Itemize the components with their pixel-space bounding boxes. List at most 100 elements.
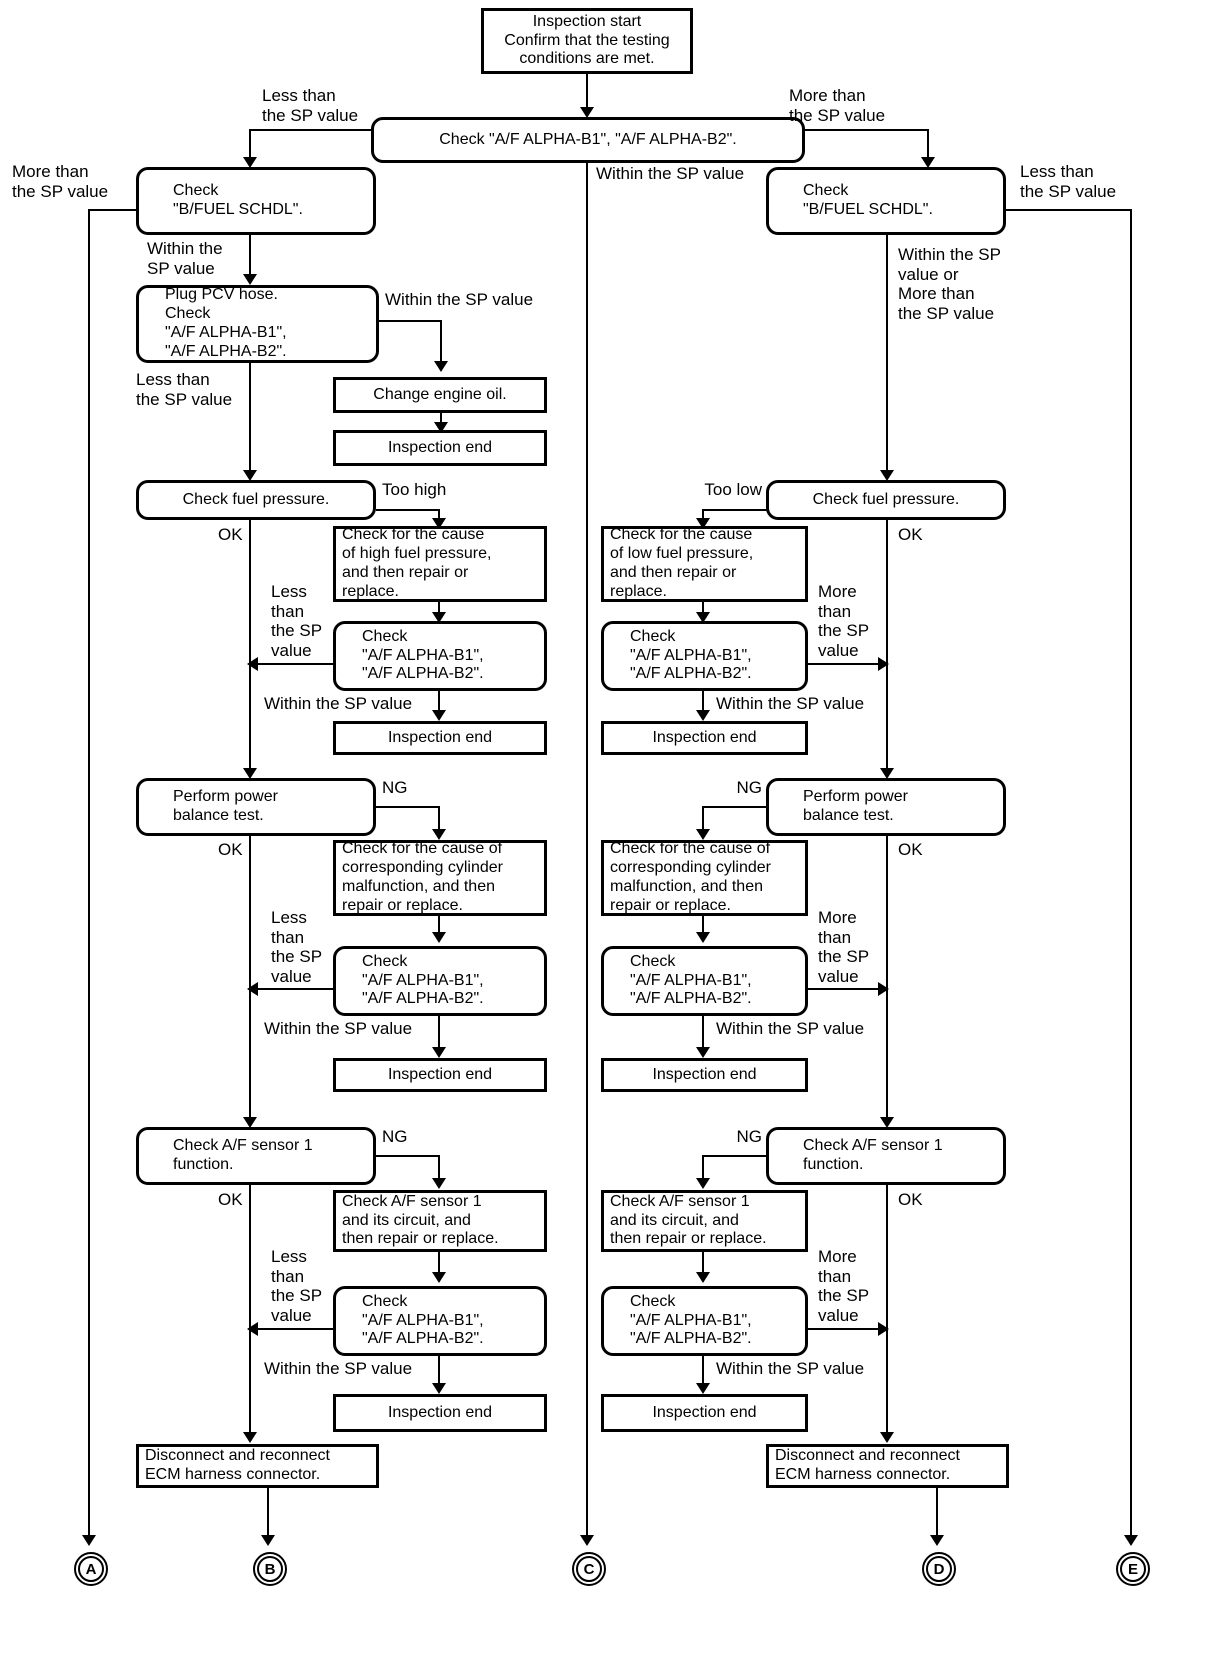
terminal-E-letter: E <box>1120 1556 1146 1582</box>
arrow-oil-to-end1 <box>434 422 448 433</box>
edge-afcheck-l4-back-h <box>256 1328 336 1330</box>
node-inspection-end-3-left-text: Inspection end <box>387 1065 493 1083</box>
terminal-B[interactable]: B <box>253 1552 287 1586</box>
edge-afcheck-l3-down <box>438 1016 440 1052</box>
label-within-sp-or-more-right: Within the SP value or More than the SP … <box>898 245 1001 324</box>
edge-main-center-to-C <box>586 163 588 1539</box>
node-af-check-left-4: Check "A/F ALPHA-B1", "A/F ALPHA-B2". <box>333 1286 547 1356</box>
node-ecm-harness-right: Disconnect and reconnect ECM harness con… <box>766 1444 1009 1488</box>
node-inspection-end-4-left-text: Inspection end <box>387 1403 493 1421</box>
arrow-fuelpress-right-ok <box>880 768 894 779</box>
label-less-sp-stack-left-3: Less than the SP value <box>271 1247 323 1326</box>
node-change-engine-oil: Change engine oil. <box>333 377 547 413</box>
arrow-bfuel-right-down <box>880 470 894 481</box>
edge-bfuel-right-out-h <box>1004 209 1132 211</box>
terminal-A-letter: A <box>78 1556 104 1582</box>
node-af-check-right-3: Check "A/F ALPHA-B1", "A/F ALPHA-B2". <box>601 946 808 1016</box>
edge-cyl-right-to-afcheck <box>702 916 704 938</box>
edge-pb-left-ng-h <box>376 806 440 808</box>
node-af-sensor-left: Check A/F sensor 1 function. <box>136 1127 376 1185</box>
terminal-B-letter: B <box>257 1556 283 1582</box>
edge-fuelpress-left-ok <box>249 520 251 774</box>
label-ok-left-2: OK <box>218 840 243 859</box>
edge-afs-right-ng-h <box>702 1155 768 1157</box>
arrow-main-right <box>921 157 935 168</box>
label-too-low: Too low <box>704 480 762 499</box>
arrow-afs-left-ng <box>432 1178 446 1189</box>
node-cylinder-malfunction-right-text: Check for the cause of corresponding cyl… <box>610 840 771 914</box>
label-less-sp-top-left: Less than the SP value <box>262 86 359 125</box>
node-cause-low-fuel-pressure: Check for the cause of low fuel pressure… <box>601 526 808 602</box>
edge-afcheck-l2-back-h <box>256 663 336 665</box>
node-power-balance-left: Perform power balance test. <box>136 778 376 836</box>
edge-pb-right-ng-v <box>702 806 704 834</box>
node-power-balance-right: Perform power balance test. <box>766 778 1006 836</box>
edge-bfuel-to-pcv <box>249 235 251 279</box>
edge-start-to-main <box>586 74 588 112</box>
edge-right-to-E <box>1130 209 1132 1539</box>
label-less-sp-pcv: Less than the SP value <box>136 370 233 409</box>
edge-causehigh-to-afcheck <box>438 602 440 618</box>
arrow-afcheck-r2-fwd <box>878 657 889 671</box>
edge-afcheck-l2-down <box>438 691 440 715</box>
node-af-check-right-4: Check "A/F ALPHA-B1", "A/F ALPHA-B2". <box>601 1286 808 1356</box>
edge-main-left-h <box>249 129 373 131</box>
terminal-A[interactable]: A <box>74 1552 108 1586</box>
edge-afcheck-r2-down <box>702 691 704 715</box>
arrow-to-terminal-C <box>580 1535 594 1546</box>
arrow-pcv-to-fuelpress-left <box>243 470 257 481</box>
label-less-sp-far-right: Less than the SP value <box>1020 162 1117 201</box>
label-too-high: Too high <box>382 480 447 499</box>
node-inspection-end-4-right: Inspection end <box>601 1394 808 1432</box>
edge-cyl-left-to-afcheck <box>438 916 440 938</box>
edge-oil-to-end1 <box>440 413 442 427</box>
terminal-C[interactable]: C <box>572 1552 606 1586</box>
node-inspection-end-3-right-text: Inspection end <box>652 1065 757 1083</box>
arrow-start-to-main <box>580 107 594 118</box>
edge-ecm-right-to-D <box>936 1488 938 1539</box>
edge-pcv-right-h <box>379 320 442 322</box>
terminal-C-letter: C <box>576 1556 602 1582</box>
label-more-sp-stack-right-3: More than the SP value <box>818 1247 870 1326</box>
label-ok-right-3: OK <box>898 1190 923 1209</box>
node-inspection-end-4-right-text: Inspection end <box>652 1403 757 1421</box>
node-main-check-af-alpha-text: Check "A/F ALPHA-B1", "A/F ALPHA-B2". <box>439 130 737 148</box>
arrow-bfuel-to-pcv <box>243 274 257 285</box>
node-inspection-start-text: Inspection start Confirm that the testin… <box>504 12 670 68</box>
edge-afcheck-r4-down <box>702 1356 704 1388</box>
arrow-afs-right-ng <box>696 1178 710 1189</box>
node-cylinder-malfunction-left: Check for the cause of corresponding cyl… <box>333 840 547 916</box>
node-check-bfuel-schdl-left: Check "B/FUEL SCHDL". <box>136 167 376 235</box>
node-check-bfuel-schdl-right-text: Check "B/FUEL SCHDL". <box>803 182 933 218</box>
node-inspection-end-1-text: Inspection end <box>387 438 493 456</box>
edge-fuelpress-right-ok <box>886 520 888 774</box>
label-within-sp-center: Within the SP value <box>596 164 745 183</box>
node-af-circuit-right-text: Check A/F sensor 1 and its circuit, and … <box>610 1192 767 1248</box>
node-power-balance-left-text: Perform power balance test. <box>173 788 278 824</box>
terminal-D[interactable]: D <box>922 1552 956 1586</box>
label-within-sp-right-pair-2: Within the SP value <box>716 1019 865 1038</box>
label-ng-right-2: NG <box>736 778 763 797</box>
edge-ecm-left-to-B <box>267 1488 269 1539</box>
edge-pcv-right-v <box>440 320 442 365</box>
node-inspection-end-1: Inspection end <box>333 430 547 466</box>
terminal-E[interactable]: E <box>1116 1552 1150 1586</box>
arrow-pb-right-ok <box>880 1117 894 1128</box>
node-af-check-right-4-text: Check "A/F ALPHA-B1", "A/F ALPHA-B2". <box>630 1292 752 1348</box>
edge-bfuel-left-out-h <box>88 209 138 211</box>
arrow-afcheck-r2-down <box>696 710 710 721</box>
edge-fuelpress-right-v <box>702 509 704 523</box>
edge-afs-right-ng-v <box>702 1155 704 1183</box>
label-more-sp-stack-right-1: More than the SP value <box>818 582 870 661</box>
node-plug-pcv-hose-text: Plug PCV hose. Check "A/F ALPHA-B1", "A/… <box>165 286 287 360</box>
node-af-check-left-2: Check "A/F ALPHA-B1", "A/F ALPHA-B2". <box>333 621 547 691</box>
node-ecm-harness-left: Disconnect and reconnect ECM harness con… <box>136 1444 379 1488</box>
edge-afcheck-r2-fwd-h <box>806 663 886 665</box>
node-inspection-end-4-left: Inspection end <box>333 1394 547 1432</box>
edge-afs-right-ok <box>886 1185 888 1438</box>
node-inspection-end-2-left-text: Inspection end <box>387 728 493 746</box>
edge-pcv-to-fuelpress-left <box>249 363 251 475</box>
node-ecm-harness-left-text: Disconnect and reconnect ECM harness con… <box>145 1447 330 1483</box>
arrow-pcv-right <box>434 361 448 372</box>
edge-fuelpress-left-v <box>438 509 440 523</box>
